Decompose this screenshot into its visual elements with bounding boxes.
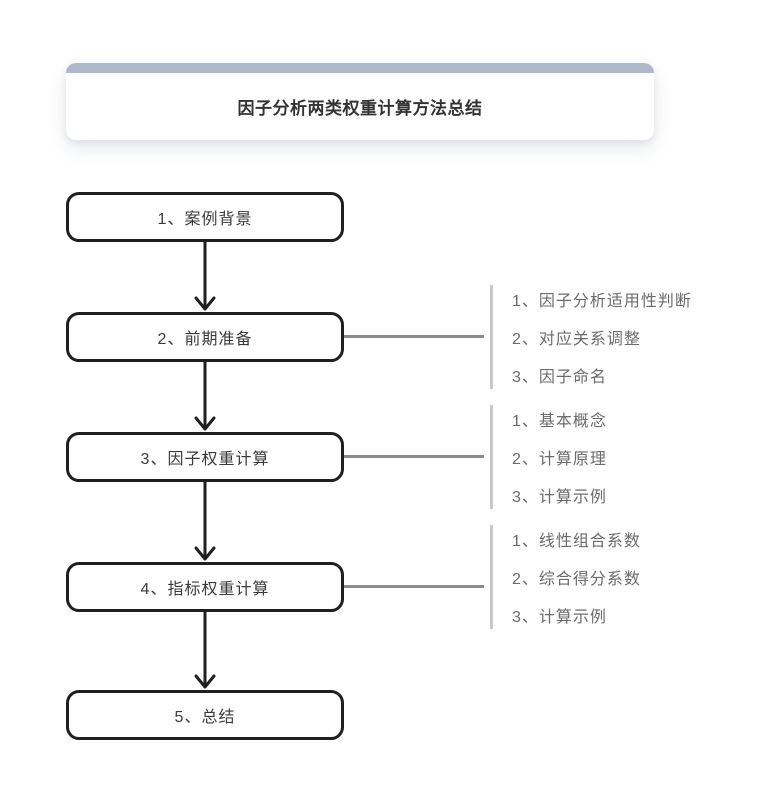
annotation-item: 1、因子分析适用性判断 <box>512 293 692 310</box>
flow-node-label: 2、前期准备 <box>157 331 253 348</box>
down-arrow-icon <box>193 362 217 432</box>
flow-node-case-background: 1、案例背景 <box>66 192 344 242</box>
annotation-divider <box>490 285 493 389</box>
down-arrow-icon <box>193 242 217 312</box>
flow-node-label: 1、案例背景 <box>157 211 253 228</box>
flow-node-preparation: 2、前期准备 <box>66 312 344 362</box>
down-arrow-icon <box>193 482 217 562</box>
annotation-item: 2、计算原理 <box>512 451 607 468</box>
annotation-item: 1、线性组合系数 <box>512 533 641 550</box>
title-card-accent-bar <box>66 63 654 73</box>
flow-node-label: 3、因子权重计算 <box>140 451 270 468</box>
annotation-group-preparation: 1、因子分析适用性判断 2、对应关系调整 3、因子命名 <box>490 280 760 394</box>
annotation-item: 3、因子命名 <box>512 369 607 386</box>
branch-connector-line <box>344 335 484 338</box>
title-card: 因子分析两类权重计算方法总结 <box>66 63 654 140</box>
annotation-item: 1、基本概念 <box>512 413 607 430</box>
flow-node-factor-weight: 3、因子权重计算 <box>66 432 344 482</box>
down-arrow-icon <box>193 612 217 690</box>
page-title: 因子分析两类权重计算方法总结 <box>237 99 483 118</box>
branch-connector-line <box>344 585 484 588</box>
annotation-item: 2、综合得分系数 <box>512 571 641 588</box>
annotation-divider <box>490 405 493 509</box>
annotation-item: 3、计算示例 <box>512 609 607 626</box>
flow-node-label: 5、总结 <box>174 709 236 726</box>
flow-node-summary: 5、总结 <box>66 690 344 740</box>
annotation-group-factor-weight: 1、基本概念 2、计算原理 3、计算示例 <box>490 400 760 514</box>
flow-node-indicator-weight: 4、指标权重计算 <box>66 562 344 612</box>
annotation-divider <box>490 525 493 629</box>
flow-node-label: 4、指标权重计算 <box>140 581 270 598</box>
annotation-item: 3、计算示例 <box>512 489 607 506</box>
annotation-group-indicator-weight: 1、线性组合系数 2、综合得分系数 3、计算示例 <box>490 520 760 634</box>
annotation-item: 2、对应关系调整 <box>512 331 641 348</box>
branch-connector-line <box>344 455 484 458</box>
